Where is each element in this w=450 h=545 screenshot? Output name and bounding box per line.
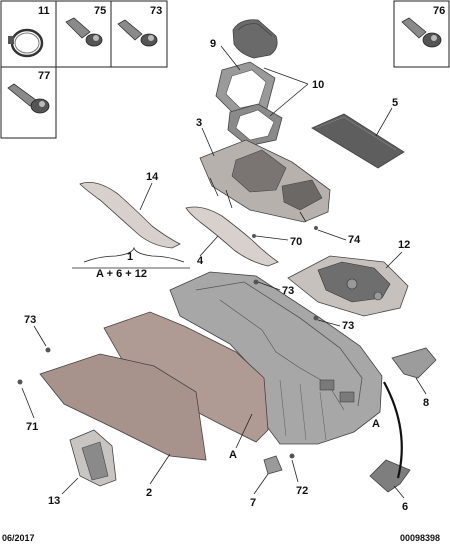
part-10-lower-trim-frame bbox=[227, 103, 283, 147]
callout-74: 74 bbox=[348, 234, 361, 246]
callout-8: 8 bbox=[423, 397, 429, 409]
callout-labels: 9 10 5 3 14 1 A + 6 + 12 4 70 74 12 73 7… bbox=[24, 38, 429, 513]
part-2-side-panel bbox=[39, 311, 269, 461]
screw-icon bbox=[65, 17, 103, 47]
callout-72: 72 bbox=[296, 485, 308, 497]
detail-box-75: 75 bbox=[55, 0, 112, 68]
footer-reference: 00098398 bbox=[400, 533, 440, 543]
part-14-left-trim-strip bbox=[79, 181, 181, 249]
part-3-upper-console-panel bbox=[199, 139, 331, 223]
callout-5: 5 bbox=[392, 97, 398, 109]
part-4-right-trim-strip bbox=[185, 206, 279, 267]
callout-6: 6 bbox=[402, 501, 408, 513]
callout-assembly: A + 6 + 12 bbox=[96, 268, 147, 280]
callout-73-left: 73 bbox=[24, 314, 36, 326]
bolt-icon bbox=[7, 83, 50, 114]
callout-71: 71 bbox=[26, 421, 38, 433]
callout-a-right: A bbox=[372, 418, 380, 430]
callout-70: 70 bbox=[290, 236, 302, 248]
callout-10: 10 bbox=[312, 79, 324, 91]
detail-box-77: 77 bbox=[0, 66, 57, 139]
callout-4: 4 bbox=[197, 255, 204, 267]
callout-3: 3 bbox=[196, 117, 202, 129]
part-5-storage-mat bbox=[311, 113, 405, 169]
detail-box-73-number: 73 bbox=[150, 5, 162, 17]
part-13-air-vent-duct bbox=[69, 429, 117, 487]
detail-box-75-number: 75 bbox=[94, 5, 106, 17]
part-6-lower-bracket bbox=[369, 459, 411, 493]
callout-a-body: A bbox=[229, 449, 237, 461]
callout-73-top: 73 bbox=[282, 285, 294, 297]
callout-7: 7 bbox=[250, 497, 256, 509]
detail-box-77-number: 77 bbox=[38, 70, 50, 82]
callout-12: 12 bbox=[398, 239, 410, 251]
detail-box-11-number: 11 bbox=[38, 5, 50, 17]
fasteners bbox=[17, 226, 319, 459]
callout-14: 14 bbox=[146, 171, 159, 183]
callout-1: 1 bbox=[127, 251, 133, 263]
footer-date: 06/2017 bbox=[2, 533, 35, 543]
callout-9: 9 bbox=[210, 38, 216, 50]
clip-ring-icon bbox=[8, 28, 44, 58]
detail-box-76: 76 bbox=[393, 0, 450, 68]
callout-73-right: 73 bbox=[342, 320, 354, 332]
part-8-bracket bbox=[391, 347, 437, 379]
part-a-console-body bbox=[169, 271, 383, 445]
screw-icon bbox=[401, 17, 442, 48]
leader-lines bbox=[21, 45, 427, 499]
part-9-cover-cap bbox=[232, 19, 278, 59]
detail-box-76-number: 76 bbox=[433, 5, 445, 17]
detail-box-11: 11 bbox=[0, 0, 57, 68]
callout-13: 13 bbox=[48, 495, 60, 507]
detail-box-73: 73 bbox=[110, 0, 168, 68]
callout-2: 2 bbox=[146, 487, 152, 499]
part-7-small-cover bbox=[263, 455, 283, 475]
part-10-upper-trim-frame bbox=[215, 61, 276, 119]
part-12-rear-tray bbox=[287, 255, 409, 317]
screw-icon bbox=[117, 19, 158, 47]
